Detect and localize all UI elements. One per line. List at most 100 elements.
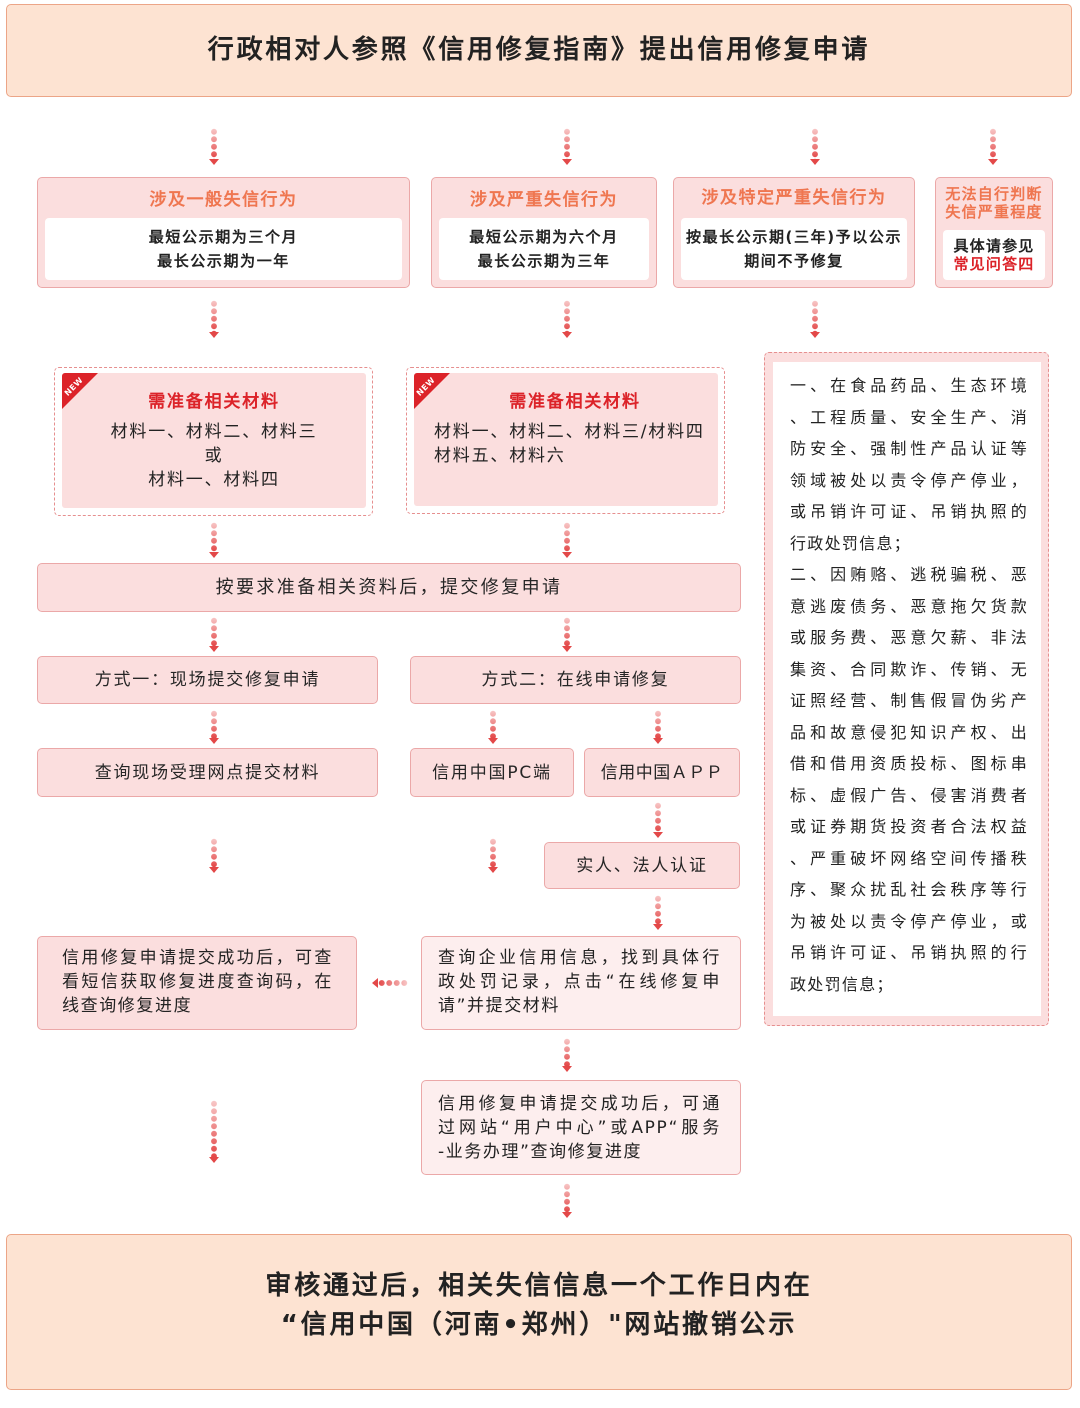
online-pc-text: 信用中国PC端 — [432, 762, 552, 783]
flow-arrow-down — [562, 1038, 572, 1072]
category-general: 涉及一般失信行为 最短公示期为三个月 最长公示期为一年 — [37, 177, 410, 288]
online-pc: 信用中国PC端 — [410, 748, 574, 797]
materials-panel: NEW 需准备相关材料 材料一、材料二、材料三/材料四 材料五、材料六 — [414, 373, 718, 506]
case-line: 政处罚信息； — [790, 974, 894, 994]
submit-step-text: 按要求准备相关资料后，提交修复申请 — [215, 576, 563, 598]
case-line: 意逃废债务、恶意拖欠货款 — [790, 596, 1028, 616]
case-line: 集资、合同欺诈、传销、无 — [790, 659, 1028, 679]
flow-arrow-down — [209, 710, 219, 744]
text-line: 过网站“用户中心”或APP“服务 — [438, 1118, 721, 1138]
category-title-line: 涉及特定严重失信行为 — [701, 188, 887, 208]
category-detail: 具体请参见 常见问答四 — [943, 230, 1045, 280]
case-line: 领域被处以责令停产停业， — [790, 470, 1028, 490]
identity-auth: 实人、法人认证 — [544, 842, 740, 889]
detail-line: 期间不予修复 — [744, 252, 844, 270]
category-title-line: 失信严重程度 — [945, 203, 1043, 221]
case-line: 、工程质量、安全生产、消 — [790, 407, 1028, 427]
method-online: 方式二：在线申请修复 — [410, 656, 741, 704]
detail-line: 最长公示期为三年 — [477, 252, 611, 270]
category-detail: 按最长公示期(三年)予以公示 期间不予修复 — [681, 218, 907, 280]
case-line: 或服务费、恶意欠薪、非法 — [790, 628, 1028, 647]
flow-arrow-down — [988, 128, 998, 165]
method-onsite-label: 方式一：现场提交修复申请 — [94, 670, 321, 690]
flow-arrow-down — [653, 710, 663, 744]
materials-title: 需准备相关材料 — [148, 392, 280, 412]
flow-arrow-down — [209, 128, 219, 165]
category-special-serious: 涉及特定严重失信行为 按最长公示期(三年)予以公示 期间不予修复 — [673, 177, 915, 288]
flow-arrow-down — [562, 617, 572, 652]
flow-arrow-down — [209, 300, 219, 338]
end-step-text: 审核通过后，相关失信信息一个工作日内在 “信用中国（河南•郑州）"网站撤销公示 — [7, 1267, 1071, 1345]
flow-arrow-down — [810, 300, 820, 338]
flow-arrow-down — [653, 895, 663, 930]
materials-serious: NEW 需准备相关材料 材料一、材料二、材料三/材料四 材料五、材料六 — [406, 367, 725, 514]
method-onsite: 方式一：现场提交修复申请 — [37, 656, 378, 704]
flow-arrow-down — [562, 1183, 572, 1218]
case-line: 、严重破坏网络空间传播秩 — [790, 848, 1028, 868]
flow-arrow-down — [209, 522, 219, 558]
materials-line: 材料五、材料六 — [434, 446, 566, 466]
flow-arrow-down — [562, 300, 572, 338]
category-title-line: 无法自行判断 — [945, 185, 1043, 203]
online-query-text: 查询企业信用信息，找到具体行 政处罚记录，点击“在线修复申 请”并提交材料 — [438, 946, 721, 1018]
end-step: 审核通过后，相关失信信息一个工作日内在 “信用中国（河南•郑州）"网站撤销公示 — [6, 1234, 1072, 1390]
no-repair-cases-panel: 一、在食品药品、生态环境 、工程质量、安全生产、消 防安全、强制性产品认证等 领… — [773, 362, 1041, 1016]
online-progress-text: 信用修复申请提交成功后，可通 过网站“用户中心”或APP“服务 -业务办理”查询… — [438, 1092, 721, 1164]
case-line: 序、聚众扰乱社会秩序等行 — [790, 880, 1028, 899]
case-line: 二、因贿赂、逃税骗税、恶 — [790, 565, 1028, 584]
case-line: 一、在食品药品、生态环境 — [790, 376, 1028, 395]
case-line: 证照经营、制售假冒伪劣产 — [790, 691, 1028, 710]
flow-arrow-down — [653, 802, 663, 838]
text-line: 信用修复申请提交成功后，可查 — [62, 948, 333, 968]
online-progress: 信用修复申请提交成功后，可通 过网站“用户中心”或APP“服务 -业务办理”查询… — [421, 1080, 741, 1175]
case-line: 行政处罚信息； — [790, 533, 912, 553]
case-line: 品和故意侵犯知识产权、出 — [790, 722, 1028, 742]
flow-arrow-down — [209, 1100, 219, 1163]
text-line: 看短信获取修复进度查询码，在 — [62, 972, 333, 992]
detail-line: 按最长公示期(三年)予以公示 — [685, 228, 903, 246]
materials-line: 材料一、材料二、材料三 — [110, 422, 318, 442]
start-step-text: 行政相对人参照《信用修复指南》提出信用修复申请 — [207, 35, 871, 65]
flow-arrow-down — [810, 128, 820, 165]
category-undetermined: 无法自行判断 失信严重程度 具体请参见 常见问答四 — [935, 177, 1053, 288]
materials-line: 材料一、材料四 — [148, 470, 280, 490]
flow-arrow-left — [372, 978, 408, 988]
materials-line: 或 — [204, 446, 224, 466]
sms-progress: 信用修复申请提交成功后，可查 看短信获取修复进度查询码，在 线查询修复进度 — [37, 936, 357, 1030]
start-step: 行政相对人参照《信用修复指南》提出信用修复申请 — [6, 4, 1072, 97]
category-detail: 最短公示期为三个月 最长公示期为一年 — [45, 218, 402, 280]
category-title-line: 涉及一般失信行为 — [149, 190, 298, 210]
category-title: 无法自行判断 失信严重程度 — [936, 185, 1052, 221]
detail-line: 具体请参见 — [953, 237, 1035, 255]
detail-line: 最长公示期为一年 — [157, 252, 290, 270]
materials-general: NEW 需准备相关材料 材料一、材料二、材料三 或 材料一、材料四 — [54, 367, 373, 516]
faq-reference: 常见问答四 — [953, 255, 1035, 273]
identity-auth-text: 实人、法人认证 — [576, 855, 708, 876]
case-line: 标、虚假广告、侵害消费者 — [790, 785, 1028, 805]
materials-line: 材料一、材料二、材料三/材料四 — [434, 422, 705, 442]
flow-arrow-down — [488, 838, 498, 873]
text-line: 请”并提交材料 — [438, 996, 561, 1016]
sms-progress-text: 信用修复申请提交成功后，可查 看短信获取修复进度查询码，在 线查询修复进度 — [62, 946, 333, 1018]
end-step-line: “信用中国（河南•郑州）"网站撤销公示 — [280, 1310, 798, 1340]
submit-step: 按要求准备相关资料后，提交修复申请 — [37, 563, 741, 612]
no-repair-cases: 一、在食品药品、生态环境 、工程质量、安全生产、消 防安全、强制性产品认证等 领… — [764, 352, 1049, 1026]
category-title-line: 涉及严重失信行为 — [470, 190, 618, 210]
online-app: 信用中国ＡＰＰ — [584, 748, 740, 797]
category-detail: 最短公示期为六个月 最长公示期为三年 — [439, 218, 649, 280]
method-online-label: 方式二：在线申请修复 — [481, 670, 670, 690]
online-query: 查询企业信用信息，找到具体行 政处罚记录，点击“在线修复申 请”并提交材料 — [421, 936, 741, 1030]
detail-line: 最短公示期为六个月 — [469, 228, 619, 246]
case-line: 为被处以责令停产停业，或 — [790, 911, 1028, 931]
materials-panel: NEW 需准备相关材料 材料一、材料二、材料三 或 材料一、材料四 — [62, 373, 366, 508]
flow-arrow-down — [562, 128, 572, 165]
no-repair-cases-text: 一、在食品药品、生态环境 、工程质量、安全生产、消 防安全、强制性产品认证等 领… — [790, 370, 1028, 1000]
online-app-text: 信用中国ＡＰＰ — [600, 762, 724, 783]
onsite-step: 查询现场受理网点提交材料 — [37, 748, 378, 797]
category-title: 涉及严重失信行为 — [432, 189, 656, 211]
flow-arrow-down — [209, 838, 219, 873]
category-serious: 涉及严重失信行为 最短公示期为六个月 最长公示期为三年 — [431, 177, 657, 288]
flow-arrow-down — [488, 710, 498, 744]
flow-arrow-down — [562, 522, 572, 558]
text-line: 政处罚记录，点击“在线修复申 — [438, 972, 721, 992]
